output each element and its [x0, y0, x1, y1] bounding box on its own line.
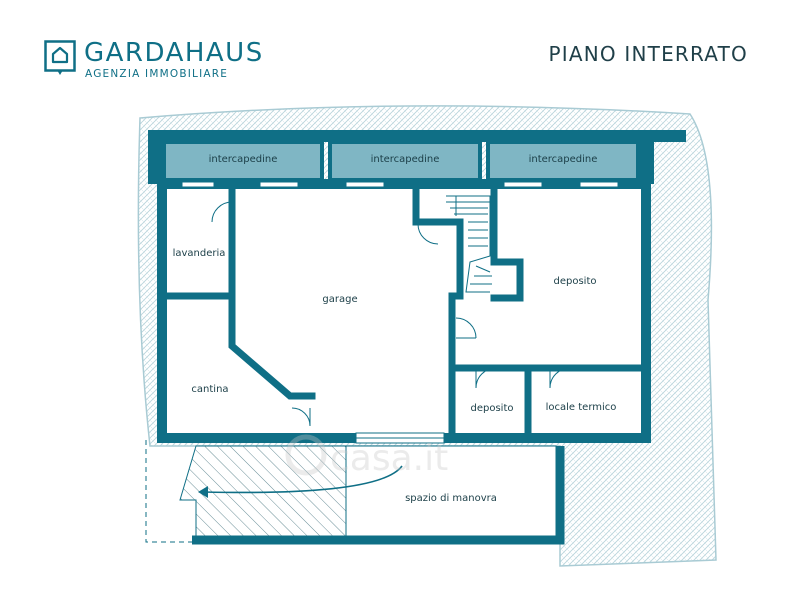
watermark: casa.it [285, 434, 448, 479]
label-lavanderia: lavanderia [173, 248, 226, 259]
label-garage: garage [322, 294, 357, 305]
label-cantina: cantina [191, 384, 228, 395]
windows [181, 181, 619, 188]
label-deposito-large: deposito [554, 276, 597, 287]
brand-name: GARDAHAUS [84, 38, 264, 68]
staircase [446, 195, 492, 293]
label-locale-termico: locale termico [546, 402, 617, 413]
page-title: PIANO INTERRATO [548, 42, 748, 66]
ramp-arrow [203, 465, 403, 494]
building-outline [157, 179, 651, 443]
brand-tagline: AGENZIA IMMOBILIARE [85, 68, 229, 80]
property-boundary [145, 440, 192, 543]
label-deposito-small: deposito [471, 403, 514, 414]
intercapedine-2 [328, 140, 482, 182]
label-intercapedine-3: intercapedine [529, 154, 598, 165]
maneuver-area [345, 445, 557, 537]
top-wall [148, 130, 686, 142]
label-spazio-manovra: spazio di manovra [405, 493, 497, 504]
access-ramp [179, 445, 347, 537]
label-intercapedine-2: intercapedine [371, 154, 440, 165]
house-logo-icon [44, 40, 76, 75]
intercapedine-3 [486, 140, 640, 182]
label-intercapedine-1: intercapedine [209, 154, 278, 165]
door-swings [211, 201, 571, 427]
interior-walls [162, 186, 644, 436]
header: GARDAHAUS AGENZIA IMMOBILIARE PIANO INTE… [0, 0, 800, 100]
watermark-text: casa.it [330, 438, 448, 479]
maneuver-area-walls [192, 446, 565, 545]
